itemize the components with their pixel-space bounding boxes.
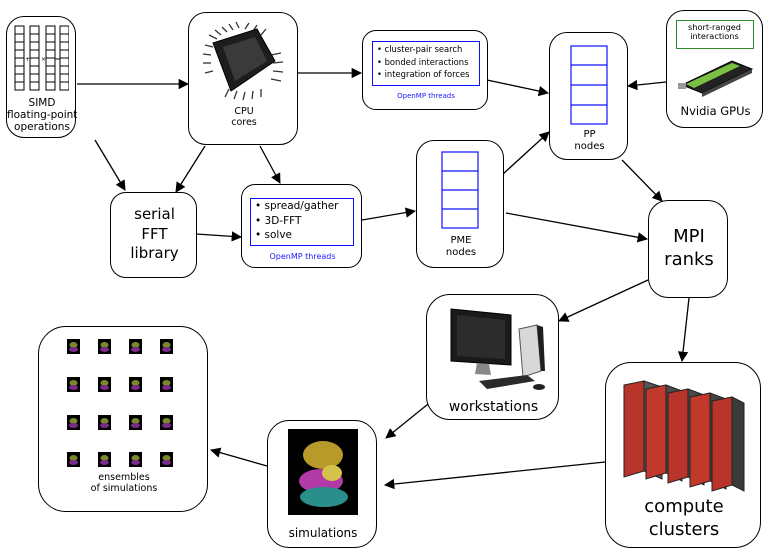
pp-threads-footer: OpenMP threads <box>397 92 455 100</box>
ensemble-grid-icon <box>67 339 173 467</box>
simulation-thumbnail-icon <box>160 377 173 392</box>
simulation-thumbnail-icon <box>67 377 80 392</box>
edge-gpu-ppnodes <box>626 79 667 91</box>
fft-label: serial FFT library <box>130 205 179 262</box>
edge-cpu-fft <box>175 145 206 193</box>
simd-vectors-icon: + × = <box>14 25 69 91</box>
workstation-icon <box>450 308 545 390</box>
pme-nodes-node: PME nodes <box>416 140 504 268</box>
edge-pmenodes-mpi <box>505 212 649 243</box>
edge-ppnodes-mpi <box>621 159 663 202</box>
pp-threads-box: • cluster-pair search • bonded interacti… <box>372 41 480 86</box>
mpi-label: MPI ranks <box>664 226 714 271</box>
simulation-thumbnail-icon <box>160 452 173 467</box>
simd-label: SIMD floating-point operations <box>7 97 78 134</box>
cpu-label: CPU cores <box>231 106 257 128</box>
gpu-label: Nvidia GPUs <box>680 104 751 118</box>
simulation-thumbnail-icon <box>129 415 142 430</box>
edge-simulations-ensembles <box>210 447 268 467</box>
mpi-node: MPI ranks <box>648 200 728 298</box>
pme-thread-item: • solve <box>255 229 293 242</box>
pme-threads-node: • spread/gather • 3D-FFT • solve OpenMP … <box>241 184 362 268</box>
pp-nodes-node: PP nodes <box>549 32 628 160</box>
simulation-thumbnail-icon <box>98 377 111 392</box>
simulations-node: simulations <box>267 420 377 548</box>
edge-clusters-simulations <box>383 461 606 490</box>
pme-thread-item: • 3D-FFT <box>255 214 302 227</box>
cluster-racks-icon <box>623 380 745 492</box>
simulation-thumbnail-icon <box>129 377 142 392</box>
edge-pmethreads-pmenodes <box>361 207 417 221</box>
simulation-thumbnail-icon <box>67 339 80 354</box>
gpu-node: short-ranged interactions Nvidia GPUs <box>666 10 763 128</box>
pp-thread-item: • integration of forces <box>377 69 470 80</box>
workstations-node: workstations <box>426 294 559 420</box>
simulation-thumbnail-icon <box>67 452 80 467</box>
edge-pmenodes-ppnodes <box>502 131 550 175</box>
pme-threads-footer: OpenMP threads <box>269 252 336 261</box>
pme-thread-item: • spread/gather <box>255 200 339 212</box>
pme-nodes-label: PME nodes <box>445 235 477 258</box>
simulation-thumbnail-icon <box>98 339 111 354</box>
edge-mpi-clusters <box>677 297 690 363</box>
svg-text:=: = <box>55 56 60 63</box>
simulation-thumbnail-icon <box>129 339 142 354</box>
gpu-caption: short-ranged interactions <box>688 22 741 42</box>
svg-text:×: × <box>41 56 46 63</box>
simd-node: + × = SIMD floating-point operations <box>6 16 78 138</box>
protein-render-icon <box>288 429 358 515</box>
ensembles-label: ensembles of simulations <box>90 472 158 494</box>
pme-threads-box: • spread/gather • 3D-FFT • solve <box>250 198 354 246</box>
clusters-label: compute clusters <box>644 496 724 541</box>
cpu-chip-icon <box>202 21 284 101</box>
fft-node: serial FFT library <box>110 192 197 278</box>
pp-processor-stack-icon <box>570 45 608 125</box>
edge-cpu-pmethreads <box>259 145 281 184</box>
svg-text:+: + <box>25 56 30 63</box>
edge-mpi-workstations <box>558 279 649 322</box>
simulations-label: simulations <box>288 526 358 540</box>
clusters-node: compute clusters <box>605 362 761 548</box>
pp-thread-item: • cluster-pair search <box>377 44 463 54</box>
edge-ppthreads-ppnodes <box>486 79 550 97</box>
edge-fft-pmethreads <box>195 231 243 242</box>
gpu-caption-box: short-ranged interactions <box>676 20 754 49</box>
cpu-node: CPU cores <box>188 12 298 145</box>
edges <box>77 67 690 490</box>
simulation-thumbnail-icon <box>67 415 80 430</box>
simulation-thumbnail-icon <box>160 339 173 354</box>
pp-nodes-label: PP nodes <box>574 129 605 152</box>
edge-simd-fft <box>94 139 126 191</box>
gpu-card-icon <box>678 60 754 97</box>
simulation-thumbnail-icon <box>129 452 142 467</box>
workstations-label: workstations <box>448 399 539 415</box>
pp-threads-node: • cluster-pair search • bonded interacti… <box>362 30 488 110</box>
simulation-thumbnail-icon <box>98 452 111 467</box>
ensembles-node: ensembles of simulations <box>38 326 208 512</box>
pp-thread-item: • bonded interactions <box>377 56 469 67</box>
simulation-thumbnail-icon <box>98 415 111 430</box>
simulation-thumbnail-icon <box>160 415 173 430</box>
pme-processor-stack-icon <box>441 151 479 229</box>
